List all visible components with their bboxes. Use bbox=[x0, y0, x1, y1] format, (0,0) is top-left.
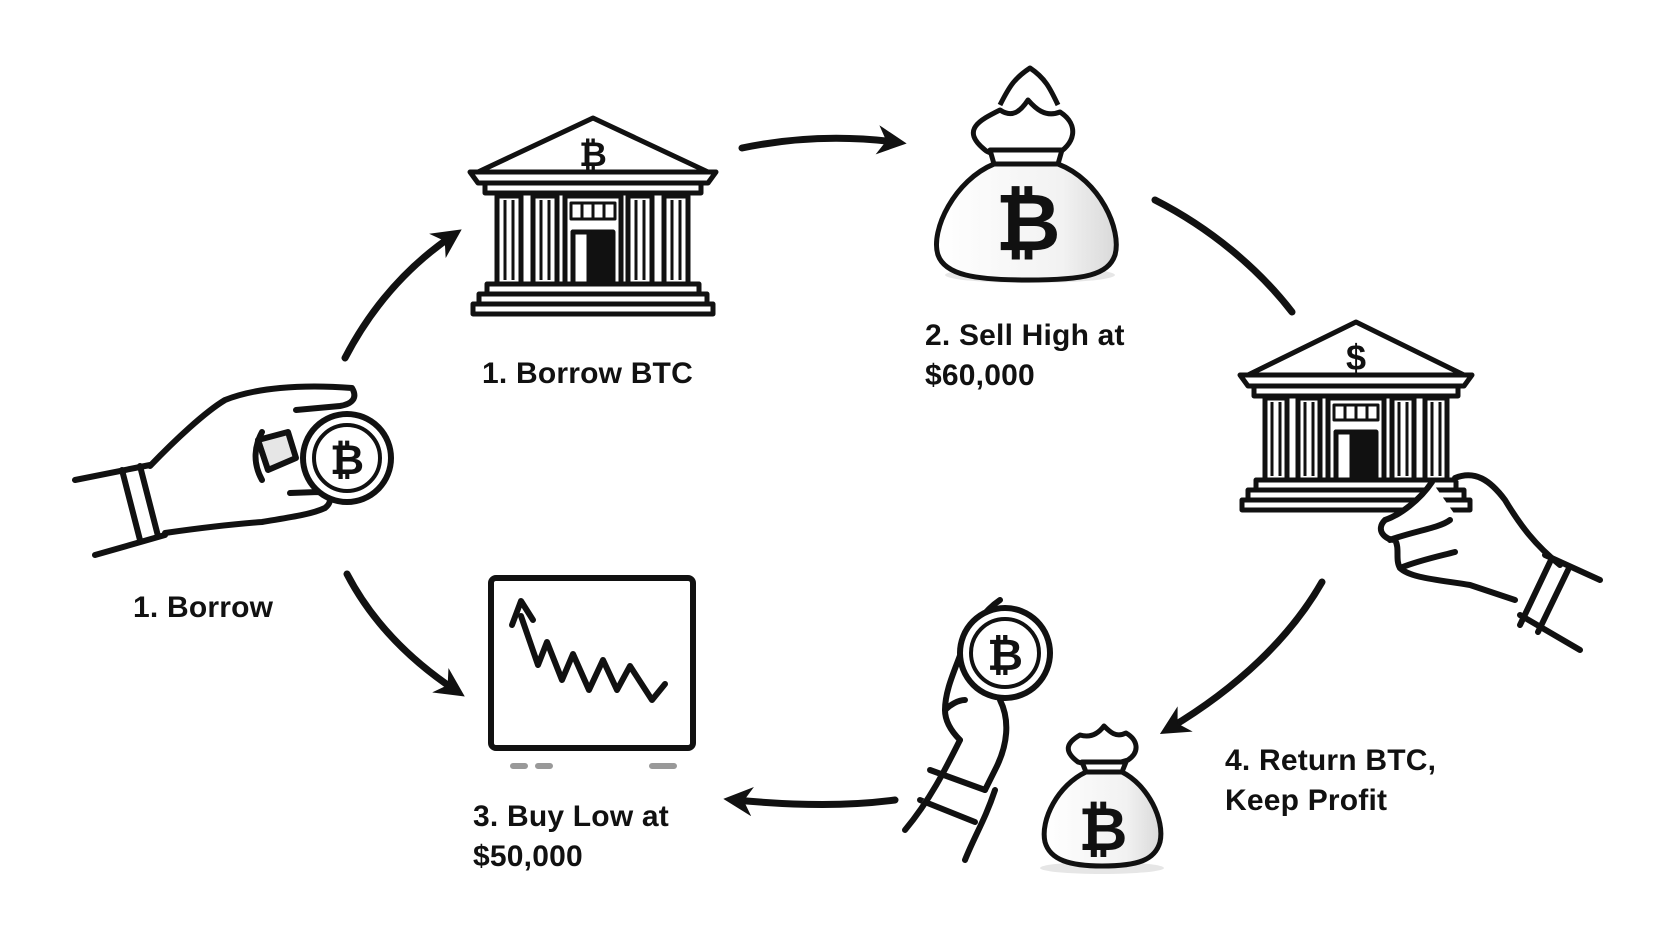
arrow-bag-to-bank bbox=[1151, 196, 1296, 316]
step-label-buy-low-line1: 3. Buy Low at bbox=[473, 800, 669, 833]
price-chart-down-icon bbox=[488, 575, 696, 769]
money-bag-bitcoin-icon bbox=[934, 65, 1119, 283]
step-label-return-btc-line1: 4. Return BTC, bbox=[1225, 744, 1437, 777]
step-label-buy-low-line2: $50,000 bbox=[473, 840, 583, 873]
bitcoin-symbol: ₿ bbox=[1079, 795, 1128, 865]
arrow-hand-to-chart bbox=[343, 570, 465, 697]
bitcoin-symbol: ₿ bbox=[995, 176, 1060, 269]
bitcoin-symbol: ₿ bbox=[579, 135, 607, 175]
bank-dollar-icon bbox=[1237, 319, 1475, 513]
bitcoin-symbol: ₿ bbox=[987, 630, 1023, 681]
bank-bitcoin-icon bbox=[467, 115, 719, 317]
arrow-bank-to-bag bbox=[738, 125, 907, 155]
step-label-buy-low: 3. Buy Low at $50,000 bbox=[473, 797, 669, 877]
money-bag-bitcoin-icon bbox=[1040, 723, 1164, 874]
step-label-sell-high-line2: $60,000 bbox=[925, 359, 1035, 392]
cycle-arrows bbox=[341, 125, 1326, 817]
arrow-return-to-chart bbox=[723, 786, 899, 817]
bitcoin-symbol: ₿ bbox=[330, 435, 364, 484]
step-label-sell-high-line1: 2. Sell High at bbox=[925, 319, 1125, 352]
hand-holding-coin-icon bbox=[902, 597, 1053, 863]
dollar-symbol: $ bbox=[1346, 337, 1366, 378]
arrow-bank-to-return bbox=[1159, 578, 1326, 735]
hand-holding-coin-icon bbox=[72, 383, 394, 558]
hand-holding-bank-icon bbox=[1377, 472, 1603, 653]
step-label-borrow-btc-text: 1. Borrow BTC bbox=[482, 357, 693, 390]
step-label-borrow-text: 1. Borrow bbox=[133, 591, 274, 624]
step-label-borrow: 1. Borrow bbox=[133, 588, 273, 628]
step-label-borrow-btc: 1. Borrow BTC bbox=[482, 354, 693, 394]
step-label-sell-high: 2. Sell High at $60,000 bbox=[925, 316, 1125, 396]
arrow-hand-to-bank bbox=[341, 229, 462, 362]
step-label-return-btc: 4. Return BTC, Keep Profit bbox=[1225, 741, 1436, 821]
step-label-return-btc-line2: Keep Profit bbox=[1225, 784, 1388, 817]
